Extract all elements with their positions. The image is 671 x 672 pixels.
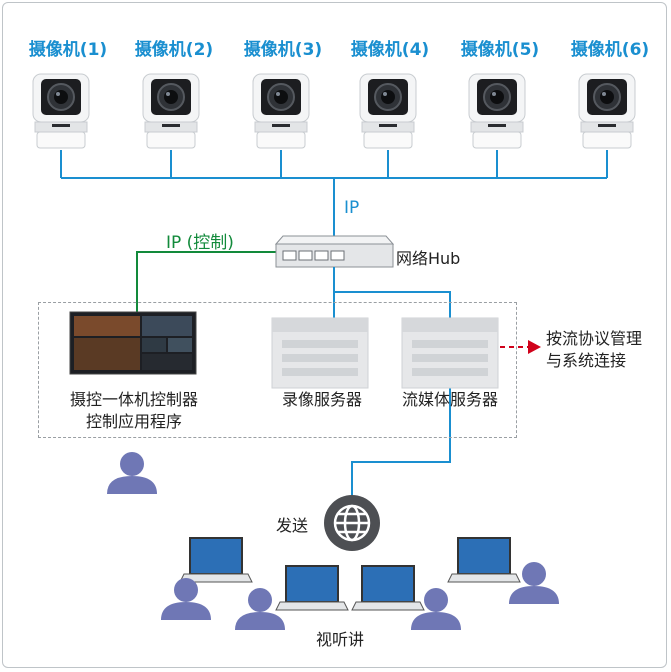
camera-bus-lines [60, 150, 608, 244]
camera-icon-6 [578, 73, 636, 149]
control-line [136, 251, 276, 312]
controller-screen-icon [69, 311, 197, 375]
camera-icon-1 [32, 73, 90, 149]
globe-icon [324, 495, 380, 551]
ip-label: IP [344, 198, 360, 218]
laptop-icon-1 [179, 537, 253, 583]
controller-label-line2: 控制应用程序 [85, 412, 182, 431]
camera-icon-5 [468, 73, 526, 149]
hub-label: 网络Hub [396, 249, 461, 268]
ip-control-label: IP (控制) [166, 233, 234, 253]
laptop-icon-3 [351, 565, 425, 611]
hub-icon [274, 235, 395, 268]
laptop-icon-4 [447, 537, 521, 583]
camera-label-6: 摄像机(6) [570, 40, 650, 60]
server-links [333, 267, 451, 498]
external-label-line1: 按流协议管理 [546, 329, 643, 348]
camera-icon-4 [359, 73, 417, 149]
audience-label: 视听讲 [316, 630, 365, 649]
camera-icon-3 [252, 73, 310, 149]
send-label: 发送 [276, 516, 309, 535]
camera-label-3: 摄像机(3) [243, 40, 323, 60]
local-system-group [38, 302, 517, 438]
streaming-label: 流媒体服务器 [401, 390, 498, 409]
controller-label-line1: 摄控一体机控制器 [69, 390, 198, 409]
camera-icon-2 [142, 73, 200, 149]
camera-label-1: 摄像机(1) [28, 40, 108, 60]
laptop-icon-2 [275, 565, 349, 611]
operator-person-icon [107, 452, 157, 494]
camera-label-4: 摄像机(4) [350, 40, 430, 60]
camera-label-5: 摄像机(5) [460, 40, 540, 60]
external-label-line2: 与系统连接 [546, 351, 627, 370]
camera-label-2: 摄像机(2) [134, 40, 214, 60]
external-arrow [500, 340, 541, 354]
recorder-label: 录像服务器 [281, 390, 362, 409]
